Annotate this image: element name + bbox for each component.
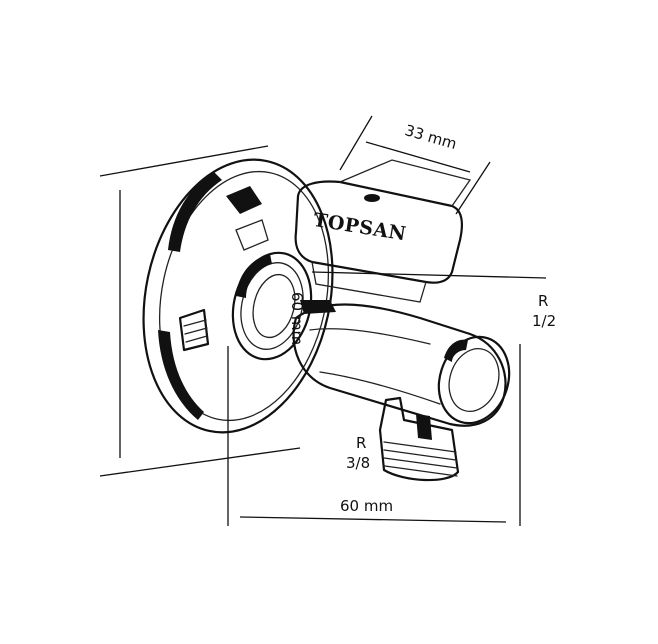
valve-handle: TOPSAN bbox=[294, 159, 472, 303]
outlet-thread-label-2: 3/8 bbox=[346, 454, 370, 472]
outlet-thread-callout: R 3/8 bbox=[346, 434, 370, 472]
dimension-height: 60 mm bbox=[99, 145, 306, 477]
height-label: 60 mm bbox=[288, 292, 306, 345]
brand-label: TOPSAN bbox=[312, 209, 408, 245]
inlet-thread-label-1: R bbox=[538, 292, 548, 310]
valve-stem-nut bbox=[231, 251, 313, 361]
inlet-thread-callout: R 1/2 bbox=[311, 271, 556, 330]
dimension-depth: 60 mm bbox=[227, 344, 521, 526]
wall-flange bbox=[142, 158, 334, 434]
outlet-thread-label-1: R bbox=[356, 434, 366, 452]
outlet-connector bbox=[378, 396, 460, 482]
valve-body bbox=[292, 300, 511, 427]
dimension-top-width: 33 mm bbox=[339, 115, 491, 215]
depth-label: 60 mm bbox=[340, 497, 393, 515]
top-width-label: 33 mm bbox=[403, 121, 459, 153]
wall-thread-stub bbox=[178, 308, 210, 352]
inlet-thread-label-2: 1/2 bbox=[532, 312, 556, 330]
